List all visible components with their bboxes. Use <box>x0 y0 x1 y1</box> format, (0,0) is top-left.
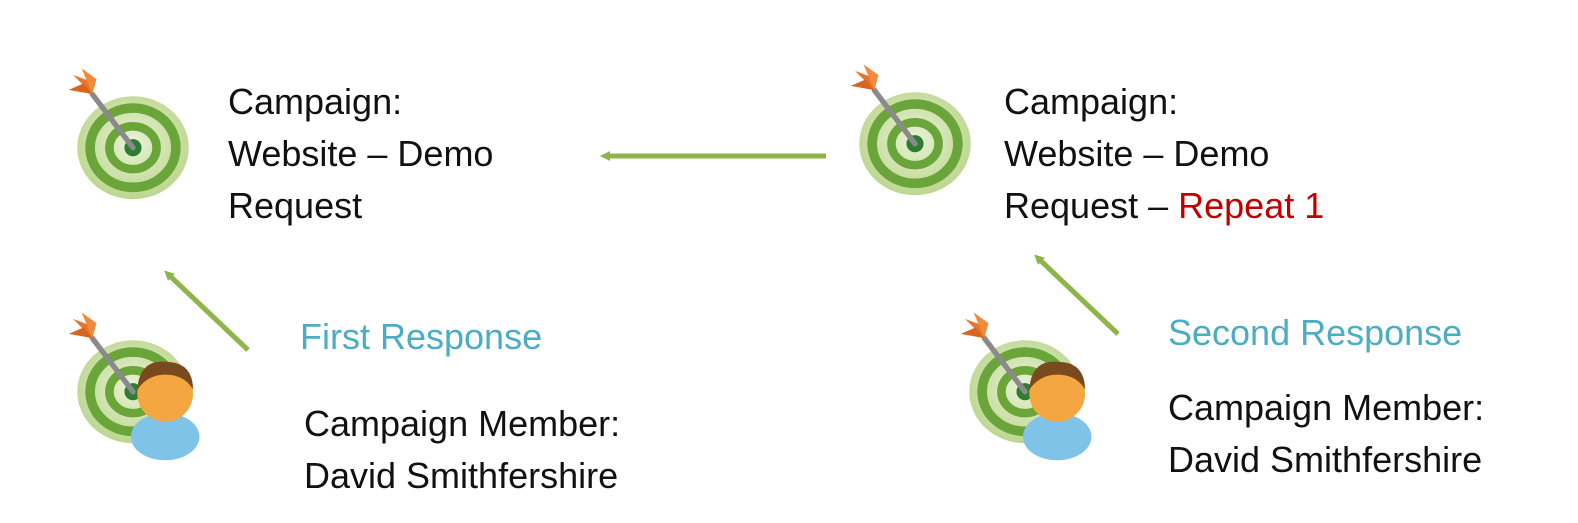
campaign-name-line: Request <box>228 185 363 226</box>
campaign-name-line: Request – Repeat 1 <box>1004 180 1324 232</box>
member-name: David Smithfershire <box>304 455 619 496</box>
campaign-name-line: Website – Demo <box>1004 133 1270 174</box>
campaign-name-prefix: Request – <box>1004 185 1179 226</box>
member-label: Campaign Member: <box>1168 387 1485 428</box>
target-arrow-icon <box>840 58 990 208</box>
member-name: David Smithfershire <box>1168 439 1483 480</box>
member-label: Campaign Member: <box>304 403 621 444</box>
campaign-repeat: Campaign: Website – Demo Request – Repea… <box>1004 76 1324 232</box>
arrow-second-response <box>1034 254 1120 336</box>
campaign-original: Campaign: Website – Demo Request <box>228 76 493 232</box>
campaign-member-icon <box>950 306 1100 456</box>
campaign-name-line: Website – Demo <box>228 133 494 174</box>
repeat-badge: Repeat 1 <box>1178 185 1325 226</box>
first-response-label: First Response <box>300 316 543 357</box>
campaign-member-first: Campaign Member: David Smithfershire <box>304 398 620 502</box>
campaign-member-icon <box>58 306 208 456</box>
campaign-label: Campaign: <box>228 81 403 122</box>
arrow-first-response <box>164 270 250 352</box>
campaign-member-second: Campaign Member: David Smithfershire <box>1168 382 1484 486</box>
campaign-label: Campaign: <box>1004 81 1179 122</box>
second-response-label: Second Response <box>1168 312 1463 353</box>
target-arrow-icon <box>58 62 208 212</box>
